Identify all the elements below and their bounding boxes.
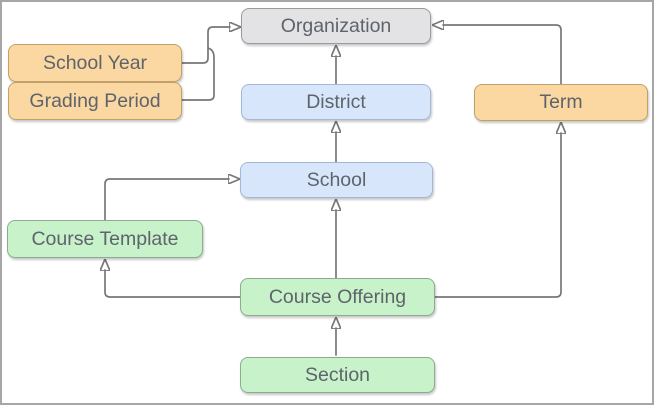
edge-term-to-organization <box>443 25 562 85</box>
node-organization-label: Organization <box>280 14 392 37</box>
node-district-label: District <box>306 90 366 113</box>
node-school-label: School <box>306 168 367 191</box>
node-school: School <box>240 162 433 198</box>
edge-course-offering-to-course-template <box>105 270 241 298</box>
node-grading-period-label: Grading Period <box>29 89 161 112</box>
node-school-year-label: School Year <box>42 51 148 74</box>
node-course-template: Course Template <box>7 220 203 258</box>
node-course-offering: Course Offering <box>240 278 435 316</box>
node-section-label: Section <box>304 363 371 386</box>
node-course-offering-label: Course Offering <box>268 285 407 308</box>
node-term: Term <box>474 84 648 121</box>
node-school-year: School Year <box>8 44 182 82</box>
node-term-label: Term <box>539 91 583 113</box>
edge-course-template-to-school <box>104 179 229 221</box>
node-grading-period: Grading Period <box>8 82 182 120</box>
node-section: Section <box>240 357 435 393</box>
edge-course-offering-to-term <box>434 133 561 298</box>
edge-school-year-to-organization <box>181 27 230 64</box>
node-course-template-label: Course Template <box>31 227 179 250</box>
node-organization: Organization <box>241 8 431 44</box>
edge-grading-period-to-organization <box>181 47 215 101</box>
node-district: District <box>241 84 431 120</box>
